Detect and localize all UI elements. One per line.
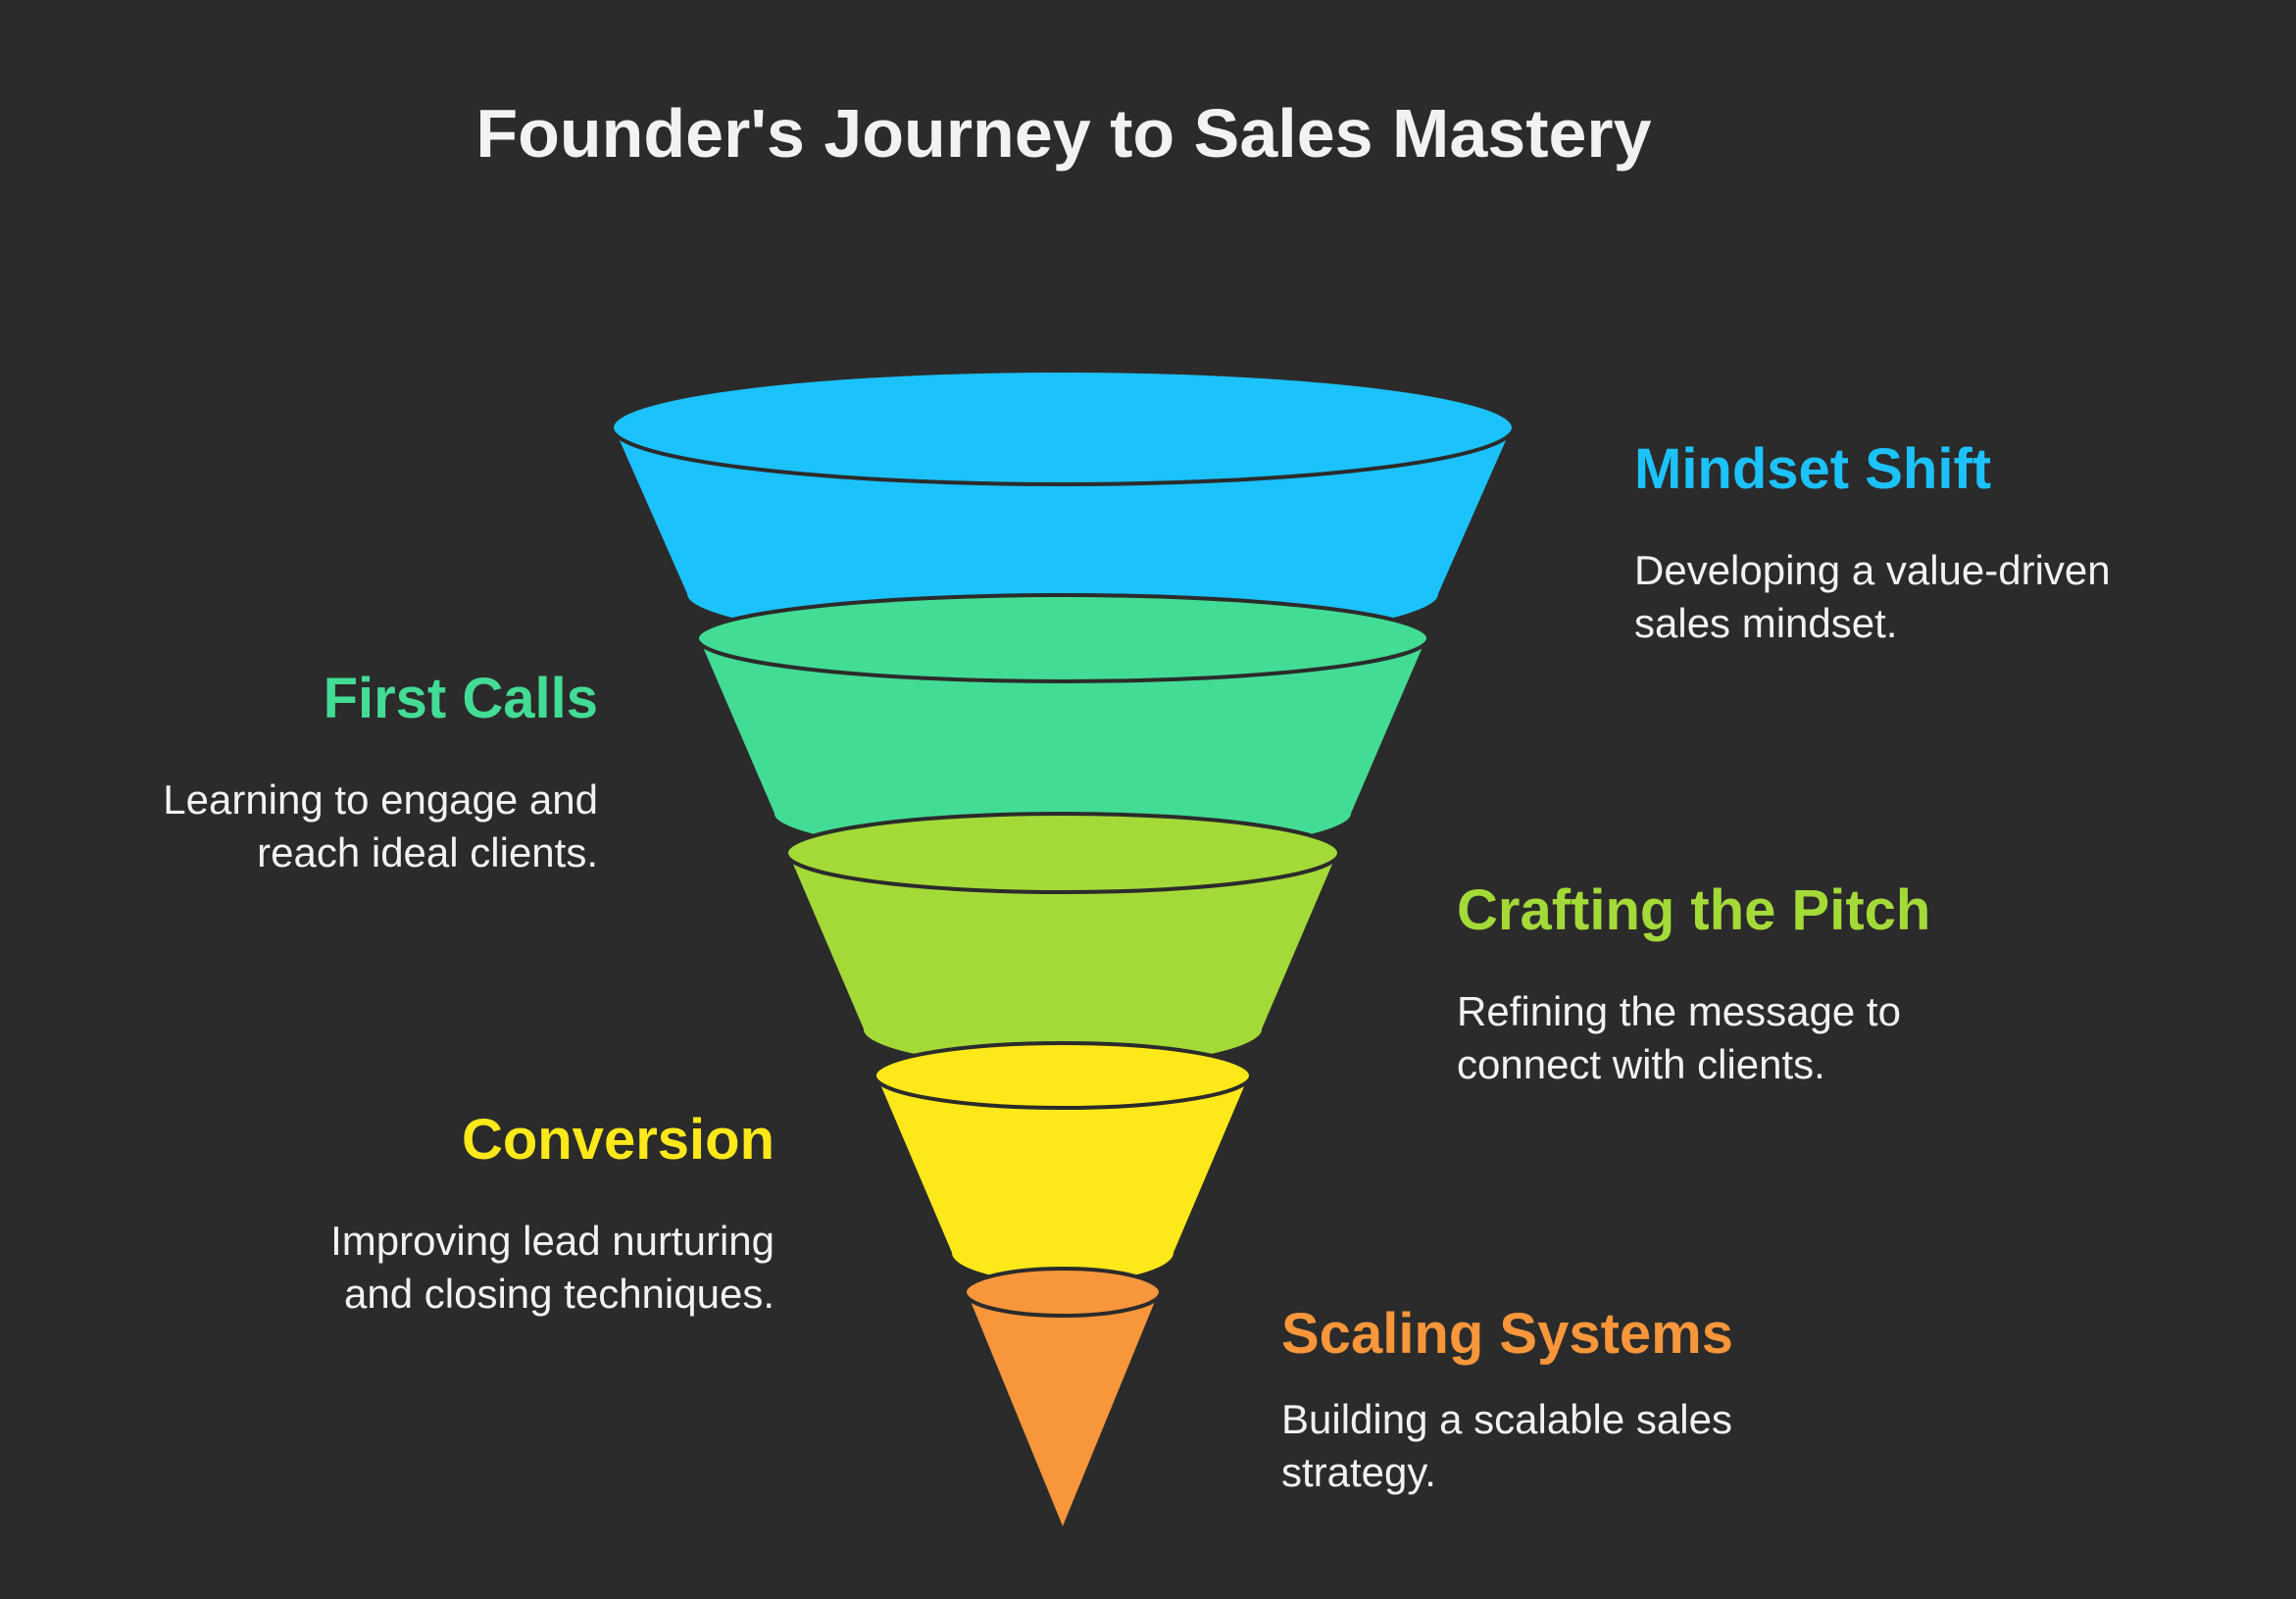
stage-description: Building a scalable sales strategy.	[1281, 1395, 1732, 1496]
stage-scaling-systems: Scaling Systems Building a scalable sale…	[1281, 1302, 1830, 1500]
funnel-layer-5	[963, 1267, 1163, 1533]
stage-conversion: Conversion Improving lead nurturing and …	[235, 1108, 774, 1322]
funnel-layer-rim	[610, 369, 1516, 486]
funnel-layer-rim	[873, 1041, 1253, 1110]
stage-heading: Conversion	[461, 1108, 774, 1172]
funnel-layer-3	[784, 812, 1341, 1071]
stage-description: Refining the message to connect with cli…	[1457, 987, 1901, 1088]
stage-first-calls: First Calls Learning to engage and reach…	[108, 667, 598, 880]
funnel-layer-body	[963, 1290, 1163, 1533]
stage-mindset-shift: Mindset Shift Developing a value-driven …	[1634, 437, 2222, 651]
stage-description: Developing a value-driven sales mindset.	[1634, 546, 2111, 647]
stage-description: Learning to engage and reach ideal clien…	[163, 775, 598, 876]
stage-heading: Crafting the Pitch	[1457, 878, 1931, 942]
funnel-layer-rim	[695, 593, 1430, 683]
funnel-layer-rim	[963, 1267, 1163, 1318]
stage-heading: First Calls	[323, 667, 598, 730]
stage-crafting-the-pitch: Crafting the Pitch Refining the message …	[1457, 878, 2006, 1092]
stage-heading: Mindset Shift	[1634, 437, 1992, 501]
funnel-layer-4	[873, 1041, 1253, 1286]
funnel-layer-rim	[784, 812, 1341, 894]
funnel-layer-2	[695, 593, 1430, 859]
page-title: Founder's Journey to Sales Mastery	[475, 95, 1652, 172]
stage-heading: Scaling Systems	[1281, 1302, 1733, 1366]
stage-description: Improving lead nurturing and closing tec…	[330, 1217, 774, 1318]
